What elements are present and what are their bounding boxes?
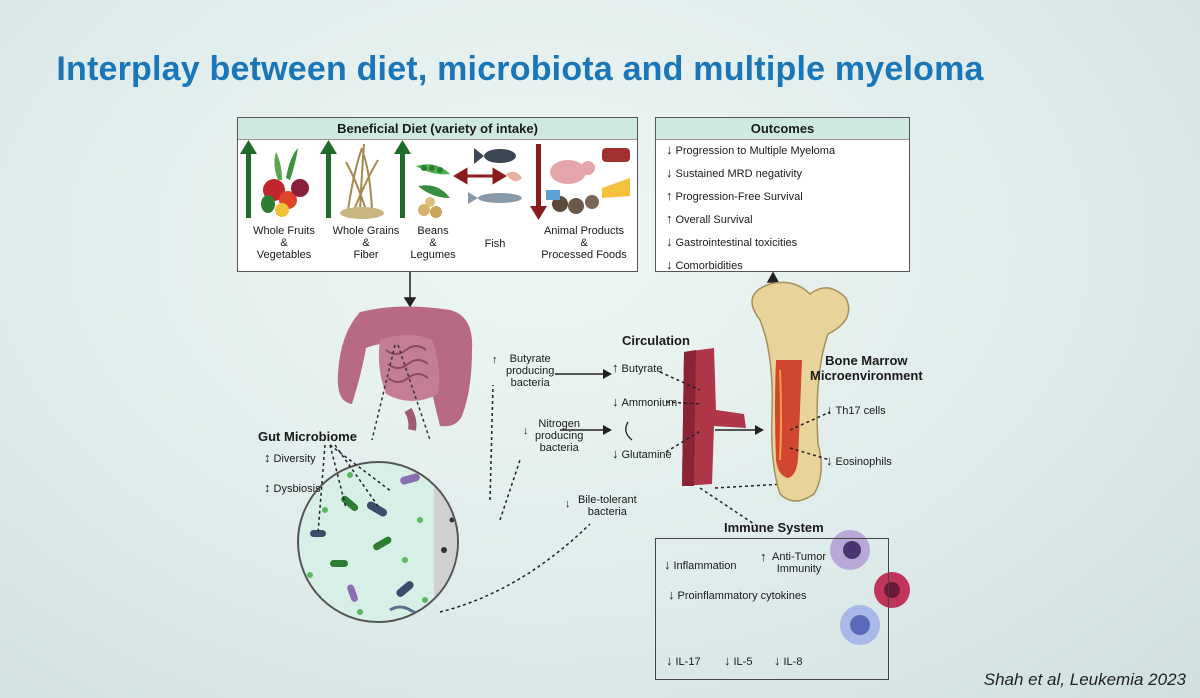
fruits-vegetables-icon — [261, 148, 309, 217]
circ-glutamine: ↓Glutamine — [612, 446, 672, 461]
up-arrow-icon — [240, 140, 411, 218]
beneficial-diet-panel: Beneficial Diet (variety of intake) — [237, 117, 638, 272]
inflammation-label: ↓Inflammation — [664, 557, 737, 572]
diet-label-animal: Animal Products&Processed Foods — [541, 225, 627, 261]
circ-butyrate: ↑Butyrate — [612, 360, 663, 375]
il17-label: ↓IL-17 — [666, 653, 701, 668]
eosinophils-label: ↓Eosinophils — [826, 453, 892, 468]
grain-pile-icon — [340, 207, 384, 219]
ammonium-glutamine-arrow — [625, 421, 633, 441]
up-arrow-icon: ↑ — [492, 354, 498, 366]
bone-marrow-lines — [789, 411, 831, 461]
dysbiosis-label: ↕Dysbiosis — [264, 480, 321, 495]
femur-bone-icon — [751, 281, 850, 502]
diet-label-grains: Whole Grains&Fiber — [332, 225, 400, 261]
cytokines-label: ↓Proinflammatory cytokines — [668, 587, 807, 602]
immune-system-title: Immune System — [724, 520, 824, 535]
flow-arrowheads — [555, 369, 764, 435]
outcomes-header: Outcomes — [656, 118, 909, 140]
diet-illustrations — [240, 140, 630, 220]
outcome-row: ↓Sustained MRD negativity — [666, 165, 803, 180]
citation: Shah et al, Leukemia 2023 — [983, 670, 1186, 689]
up-arrow-icon: ↑ — [760, 549, 767, 564]
animal-products-icon — [546, 148, 630, 214]
outcome-row: ↓Gastrointestinal toxicities — [666, 234, 798, 249]
microbiome-circle — [297, 461, 459, 623]
gut-to-microbiome-lines — [371, 344, 431, 441]
outcome-row: ↑Overall Survival — [666, 211, 753, 226]
diet-label-fish: Fish — [484, 238, 506, 250]
il8-label: ↓IL-8 — [774, 653, 803, 668]
circulation-lines — [659, 371, 785, 529]
gut-label-lines — [317, 444, 393, 534]
circ-ammonium: ↓Ammonium — [612, 394, 678, 409]
th17-label: ↓Th17 cells — [826, 402, 886, 417]
immune-cells-icon — [830, 530, 910, 645]
diet-panel-header: Beneficial Diet (variety of intake) — [238, 118, 637, 140]
down-arrow-icon: ↓ — [565, 498, 571, 510]
diet-label-fruits: Whole Fruits&Vegetables — [253, 225, 315, 261]
bacteria-icon — [330, 495, 392, 567]
beans-legumes-icon — [416, 164, 450, 218]
bacteria-icon — [347, 473, 420, 602]
down-arrow-icon: ↓ — [523, 425, 529, 437]
double-arrow-icon — [453, 167, 507, 185]
microbiome-to-bacteria-lines — [439, 384, 591, 613]
bacteria-icon — [310, 501, 414, 597]
grains-icon — [345, 143, 379, 211]
diet-to-gut-arrow — [403, 272, 417, 308]
blood-vessel-icon — [682, 348, 746, 486]
down-arrow-icon — [530, 144, 547, 220]
diversity-label: ↕Diversity — [264, 450, 316, 465]
outcomes-panel: Outcomes ↓Progression to Multiple Myelom… — [655, 117, 910, 272]
outcome-row: ↓Comorbidities — [666, 257, 743, 272]
circulation-title: Circulation — [622, 333, 690, 348]
diet-label-beans: Beans&Legumes — [410, 225, 456, 261]
fish-icon — [468, 148, 522, 204]
slide-title: Interplay between diet, microbiota and m… — [56, 50, 984, 88]
gut-microbiome-title: Gut Microbiome — [258, 429, 357, 444]
intestine-icon — [337, 306, 473, 431]
outcome-row: ↑Progression-Free Survival — [666, 188, 803, 203]
outcome-row: ↓Progression to Multiple Myeloma — [666, 142, 836, 157]
il5-label: ↓IL-5 — [724, 653, 753, 668]
